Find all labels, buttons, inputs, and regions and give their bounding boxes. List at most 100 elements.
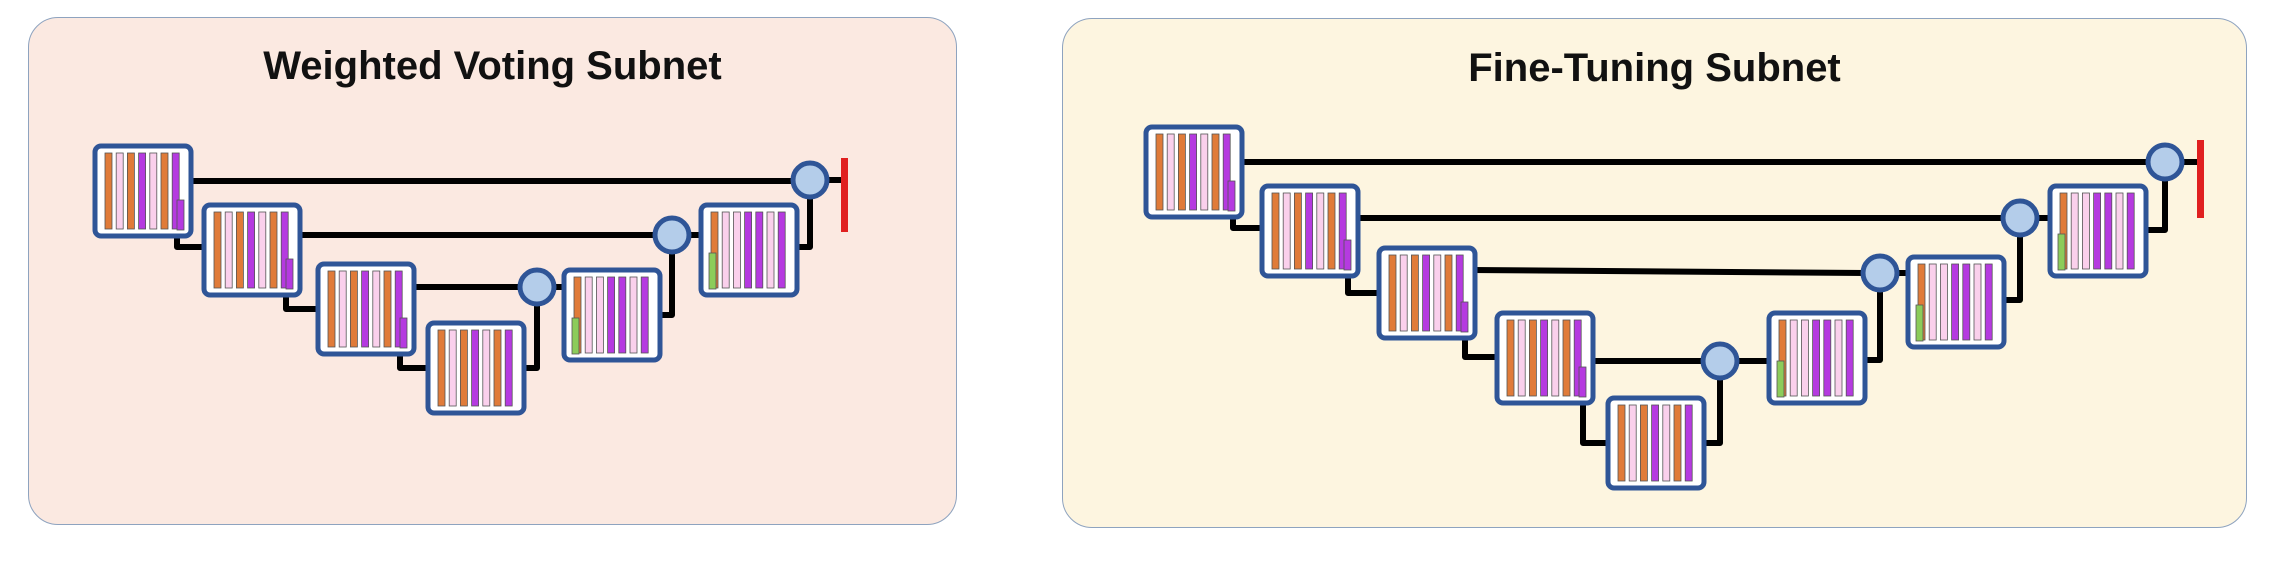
encoder-block-channel — [437, 329, 446, 407]
up-connector — [2143, 176, 2168, 233]
red-bar-icon — [2197, 140, 2204, 218]
encoder-block-channel — [1222, 133, 1231, 211]
encoder-block-channel — [258, 211, 267, 289]
encoder-block-channel — [1166, 133, 1175, 211]
encoder-block-channel — [1551, 319, 1560, 397]
decoder-block-channel — [2126, 192, 2135, 270]
red-bar-icon — [841, 158, 848, 232]
encoder-block-channel — [482, 329, 491, 407]
fusion-node — [2000, 198, 2040, 238]
up-connector — [794, 194, 813, 250]
encoder-block-channel — [1422, 254, 1430, 332]
up-connector — [2001, 232, 2023, 303]
decoder-block-channel — [1962, 263, 1971, 341]
encoder-block-channel — [280, 211, 289, 289]
encoder-block-channel — [1684, 404, 1693, 482]
encoder-block-channel — [1399, 254, 1408, 332]
encoder-block-channel — [224, 211, 233, 289]
up-connector — [1701, 375, 1723, 446]
weighted-voting-panel: Weighted Voting Subnet — [28, 17, 957, 525]
decoder-block-channel — [2115, 192, 2124, 270]
encoder-block-channel — [1271, 192, 1280, 270]
encoder-block-channel — [361, 270, 370, 348]
decoder-block-channel — [721, 211, 730, 289]
encoder-block-channel — [1673, 404, 1682, 482]
encoder-block-channel — [471, 329, 480, 407]
decoder-block-channel — [2104, 192, 2113, 270]
decoder-block-channel — [618, 276, 627, 354]
encoder-block-channel — [235, 211, 244, 289]
encoder-block-channel — [1455, 254, 1464, 332]
encoder-block-channel — [338, 270, 347, 348]
encoder-block-channel — [1178, 133, 1186, 211]
decoder-block-channel — [1812, 319, 1820, 397]
up-connector — [521, 301, 540, 371]
encoder-block-channel — [1211, 133, 1220, 211]
decoder-block-up-bar — [2057, 233, 2066, 271]
skip-connection — [1469, 266, 1867, 277]
fusion-node — [652, 215, 692, 255]
encoder-block-channel — [1327, 192, 1336, 270]
encoder-block-pool-bar — [1460, 301, 1469, 333]
fusion-node — [790, 160, 830, 200]
decoder-block-channel — [1928, 263, 1937, 341]
up-connector — [1862, 287, 1883, 363]
fusion-node — [2145, 142, 2185, 182]
encoder-block-channel — [171, 152, 180, 230]
encoder-block-channel — [1388, 254, 1397, 332]
encoder-block-channel — [372, 270, 381, 348]
encoder-block-channel — [1411, 254, 1419, 332]
decoder-block-channel — [1940, 263, 1948, 341]
panel-title-fine-tuning: Fine-Tuning Subnet — [1468, 46, 1841, 90]
encoder-block-channel — [1640, 404, 1648, 482]
encoder-block-pool-bar — [285, 258, 294, 290]
encoder-block-channel — [1155, 133, 1164, 211]
encoder-block-channel — [1305, 192, 1313, 270]
encoder-block-channel — [1573, 319, 1582, 397]
decoder-block-channel — [2070, 192, 2079, 270]
decoder-block-channel — [607, 276, 615, 354]
decoder-block-up-bar — [1776, 360, 1785, 398]
decoder-block-channel — [733, 211, 741, 289]
encoder-block-channel — [160, 152, 169, 230]
encoder-block-channel — [327, 270, 336, 348]
encoder-block-channel — [394, 270, 403, 348]
encoder-block-channel — [269, 211, 278, 289]
encoder-block-channel — [1662, 404, 1671, 482]
encoder-block-channel — [1189, 133, 1197, 211]
panel-title-weighted-voting: Weighted Voting Subnet — [263, 44, 722, 88]
encoder-block-pool-bar — [1578, 366, 1587, 398]
encoder-block-channel — [349, 270, 358, 348]
decoder-block-up-bar — [1915, 304, 1924, 342]
decoder-block-channel — [2093, 192, 2102, 270]
encoder-block-channel — [1338, 192, 1347, 270]
decoder-block-channel — [1801, 319, 1809, 397]
decoder-block-channel — [1789, 319, 1798, 397]
encoder-block-channel — [127, 152, 135, 230]
encoder-block-channel — [493, 329, 502, 407]
encoder-block-channel — [1294, 192, 1302, 270]
decoder-block-up-bar — [708, 252, 717, 290]
decoder-block-channel — [755, 211, 764, 289]
encoder-block-pool-bar — [1227, 180, 1236, 212]
encoder-block-channel — [1316, 192, 1325, 270]
encoder-block-pool-bar — [1343, 239, 1352, 271]
encoder-block-channel — [213, 211, 222, 289]
encoder-block-channel — [104, 152, 113, 230]
encoder-block-channel — [1200, 133, 1209, 211]
decoder-block-channel — [1973, 263, 1982, 341]
decoder-block-up-bar — [571, 317, 580, 355]
decoder-block-channel — [629, 276, 638, 354]
encoder-block-channel — [1540, 319, 1548, 397]
decoder-block-channel — [777, 211, 786, 289]
decoder-block-channel — [640, 276, 649, 354]
encoder-block-channel — [247, 211, 256, 289]
decoder-block-channel — [766, 211, 775, 289]
encoder-block-channel — [1506, 319, 1515, 397]
encoder-block-pool-bar — [176, 199, 185, 231]
decoder-block-channel — [2081, 192, 2090, 270]
decoder-block-channel — [1834, 319, 1843, 397]
encoder-block-channel — [1282, 192, 1291, 270]
fusion-node — [1700, 341, 1740, 381]
